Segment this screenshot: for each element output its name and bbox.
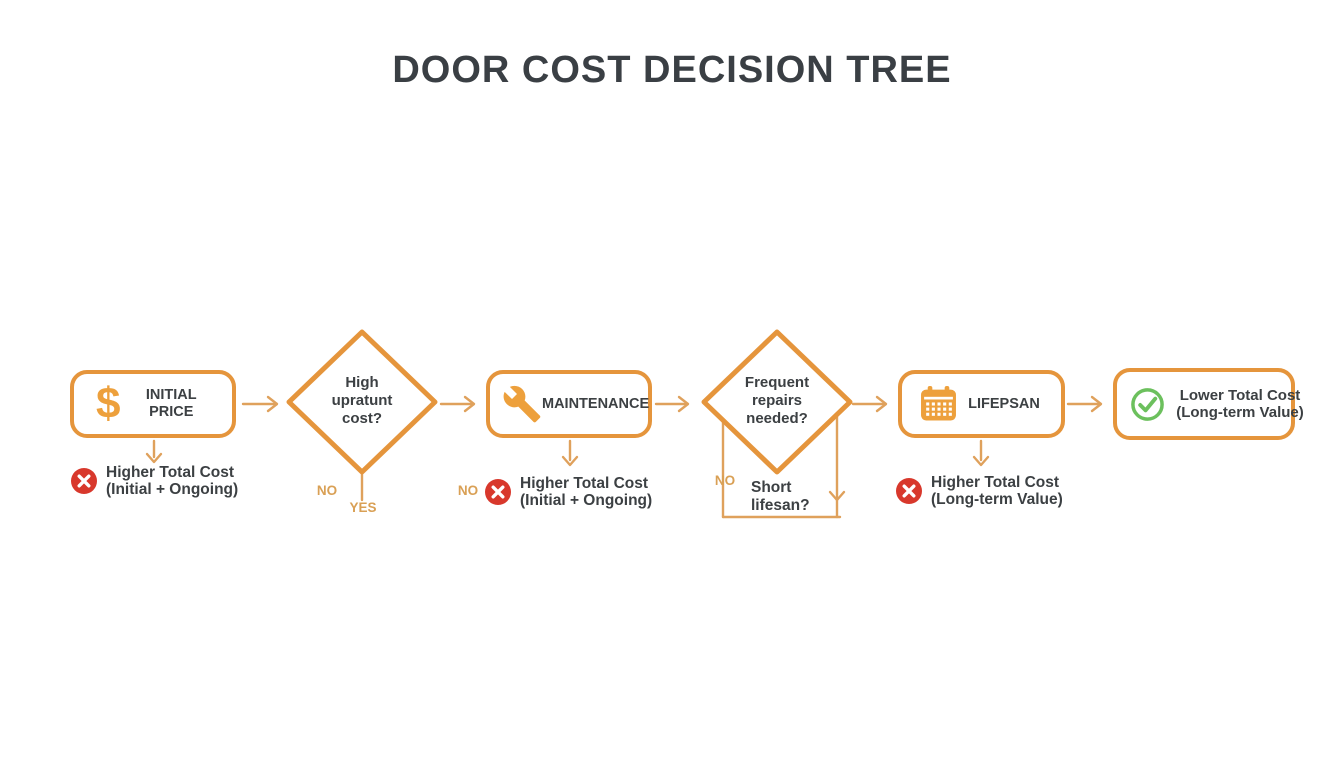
- edge-label-frequent-repairs-no: NO: [714, 473, 736, 488]
- short-lifespan-question: Short lifesan?: [751, 479, 810, 514]
- node-maintenance: MAINTENANCE: [486, 370, 652, 438]
- error-x-icon: [71, 468, 97, 494]
- node-lower-total-cost: Lower Total Cost (Long-term Value): [1113, 368, 1304, 440]
- outcome-maintenance: Higher Total Cost (Initial + Ongoing): [485, 475, 652, 509]
- edge-label-high-upfront-yes: YES: [349, 500, 377, 515]
- edge-label-maintenance-no: NO: [457, 483, 479, 498]
- error-x-icon: [896, 478, 922, 504]
- decision-label-high-upfront-cost: High upratunt cost?: [331, 374, 393, 427]
- outcome-initial-price: Higher Total Cost (Initial + Ongoing): [71, 464, 238, 498]
- wrench-icon: [502, 384, 542, 424]
- node-initial-price: $ INITIAL PRICE: [70, 370, 236, 438]
- outcome-text-line1: Higher Total Cost: [931, 474, 1060, 491]
- decision-diamond-frequent-repairs: [701, 329, 853, 475]
- node-label-maintenance: MAINTENANCE: [542, 395, 650, 412]
- node-lifespan: LIFEPSAN: [898, 370, 1065, 438]
- outcome-text-line1: Higher Total Cost: [520, 475, 649, 492]
- outcome-text-line2: (Initial + Ongoing): [520, 492, 653, 509]
- outcome-text-line1: Higher Total Cost: [106, 464, 235, 481]
- calendar-icon: [920, 385, 957, 423]
- outcome-lifespan: Higher Total Cost (Long-term Value): [896, 474, 1063, 508]
- edge-label-high-upfront-no: NO: [316, 483, 338, 498]
- decision-diamond-high-upfront-cost: [286, 329, 438, 475]
- dollar-icon: $: [96, 379, 121, 428]
- outcome-text-line2: (Long-term Value): [931, 491, 1063, 508]
- decision-label-frequent-repairs: Frequent repairs needed?: [744, 374, 810, 427]
- node-label-lower-total-cost: Lower Total Cost (Long-term Value): [1176, 387, 1304, 421]
- node-label-initial-price: INITIAL PRICE: [145, 387, 197, 420]
- node-label-lifespan: LIFEPSAN: [968, 395, 1040, 412]
- check-icon: [1130, 387, 1165, 422]
- connector-lines: [145, 395, 1103, 519]
- decision-diamonds: [286, 329, 853, 475]
- page-title: DOOR COST DECISION TREE: [392, 49, 952, 91]
- outcome-text-line2: (Initial + Ongoing): [106, 481, 239, 498]
- error-x-icon: [485, 479, 511, 505]
